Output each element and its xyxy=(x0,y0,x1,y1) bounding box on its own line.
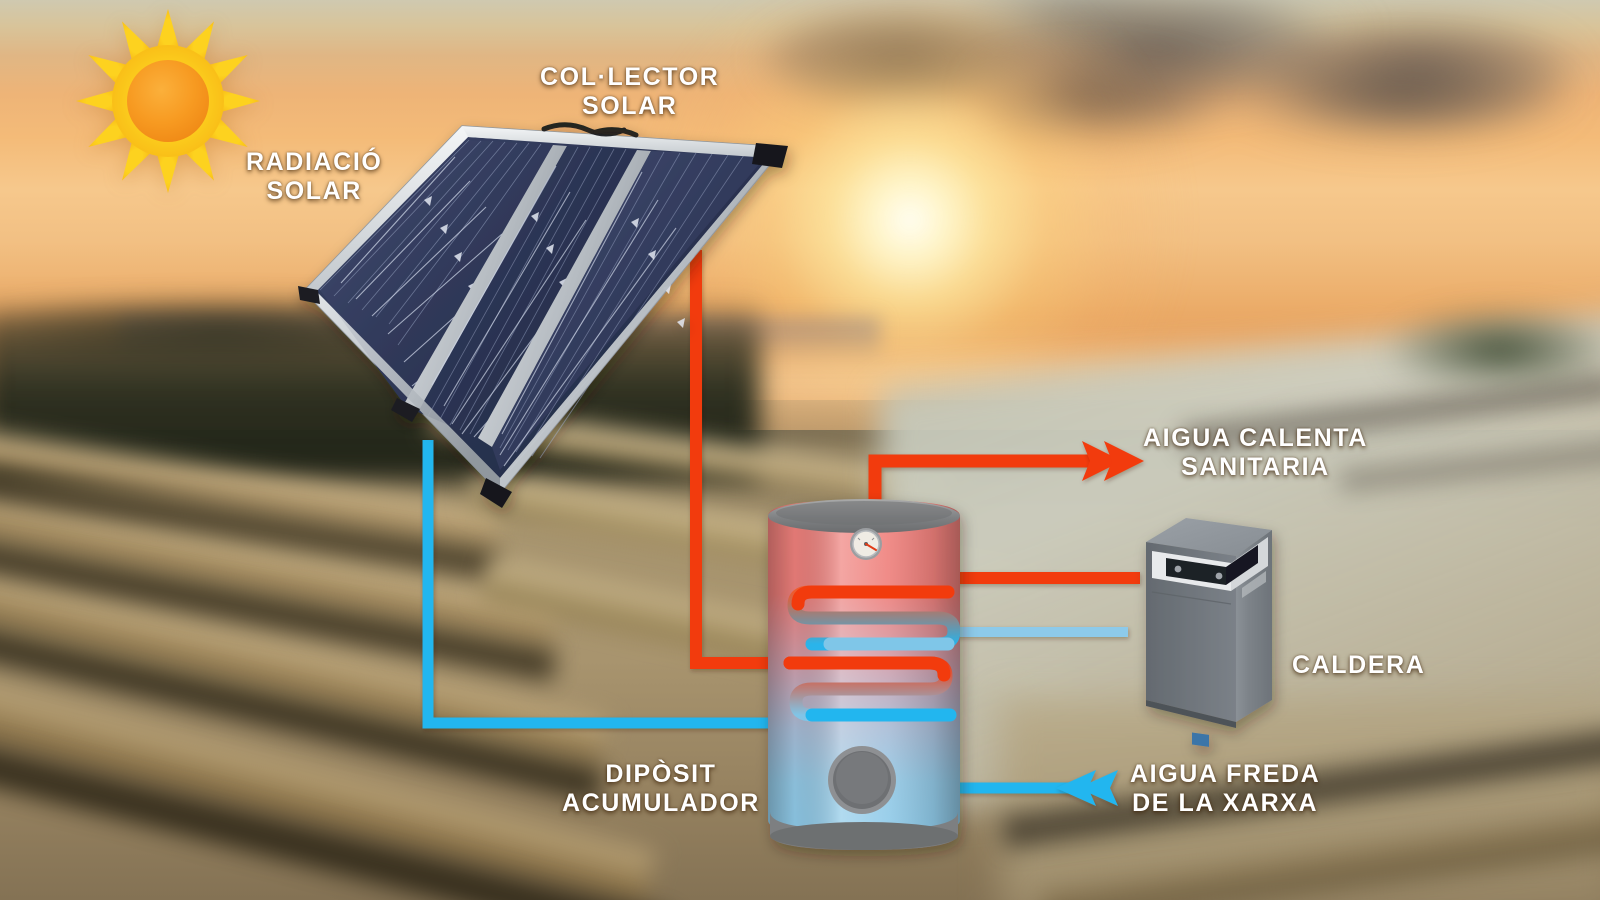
water-storage-tank-icon xyxy=(768,499,960,850)
cold-water-arrow-icon xyxy=(1056,770,1118,806)
boiler-top xyxy=(1146,518,1272,556)
boiler-knob xyxy=(1174,565,1182,573)
inspection-hatch-icon xyxy=(828,746,896,814)
panel-mount-block xyxy=(752,143,788,168)
panel-mount-block xyxy=(391,398,420,422)
boiler-control-panel-screen xyxy=(1166,558,1226,585)
boiler-display xyxy=(1192,732,1209,747)
boiler-knob xyxy=(1215,572,1223,580)
panel-section-1 xyxy=(319,139,553,404)
pressure-gauge-icon xyxy=(850,528,882,560)
hot-water-arrow-icon xyxy=(1082,441,1144,481)
pipe-solar-return-cold xyxy=(422,440,790,729)
sun-icon xyxy=(62,0,274,206)
pipe-network xyxy=(422,250,1140,794)
pipe-acs-outlet-hot xyxy=(868,454,1090,500)
solar-panel-icon xyxy=(298,122,788,508)
panel-mount-block xyxy=(480,478,512,508)
panel-mount-block xyxy=(298,286,320,304)
tree-right xyxy=(1380,300,1600,380)
panel-section-3 xyxy=(492,151,766,471)
pipe-solar-supply-hot xyxy=(690,250,800,669)
boiler-brand-plate xyxy=(1242,571,1266,598)
boiler-icon xyxy=(1146,518,1272,747)
panel-wiring xyxy=(541,122,639,138)
